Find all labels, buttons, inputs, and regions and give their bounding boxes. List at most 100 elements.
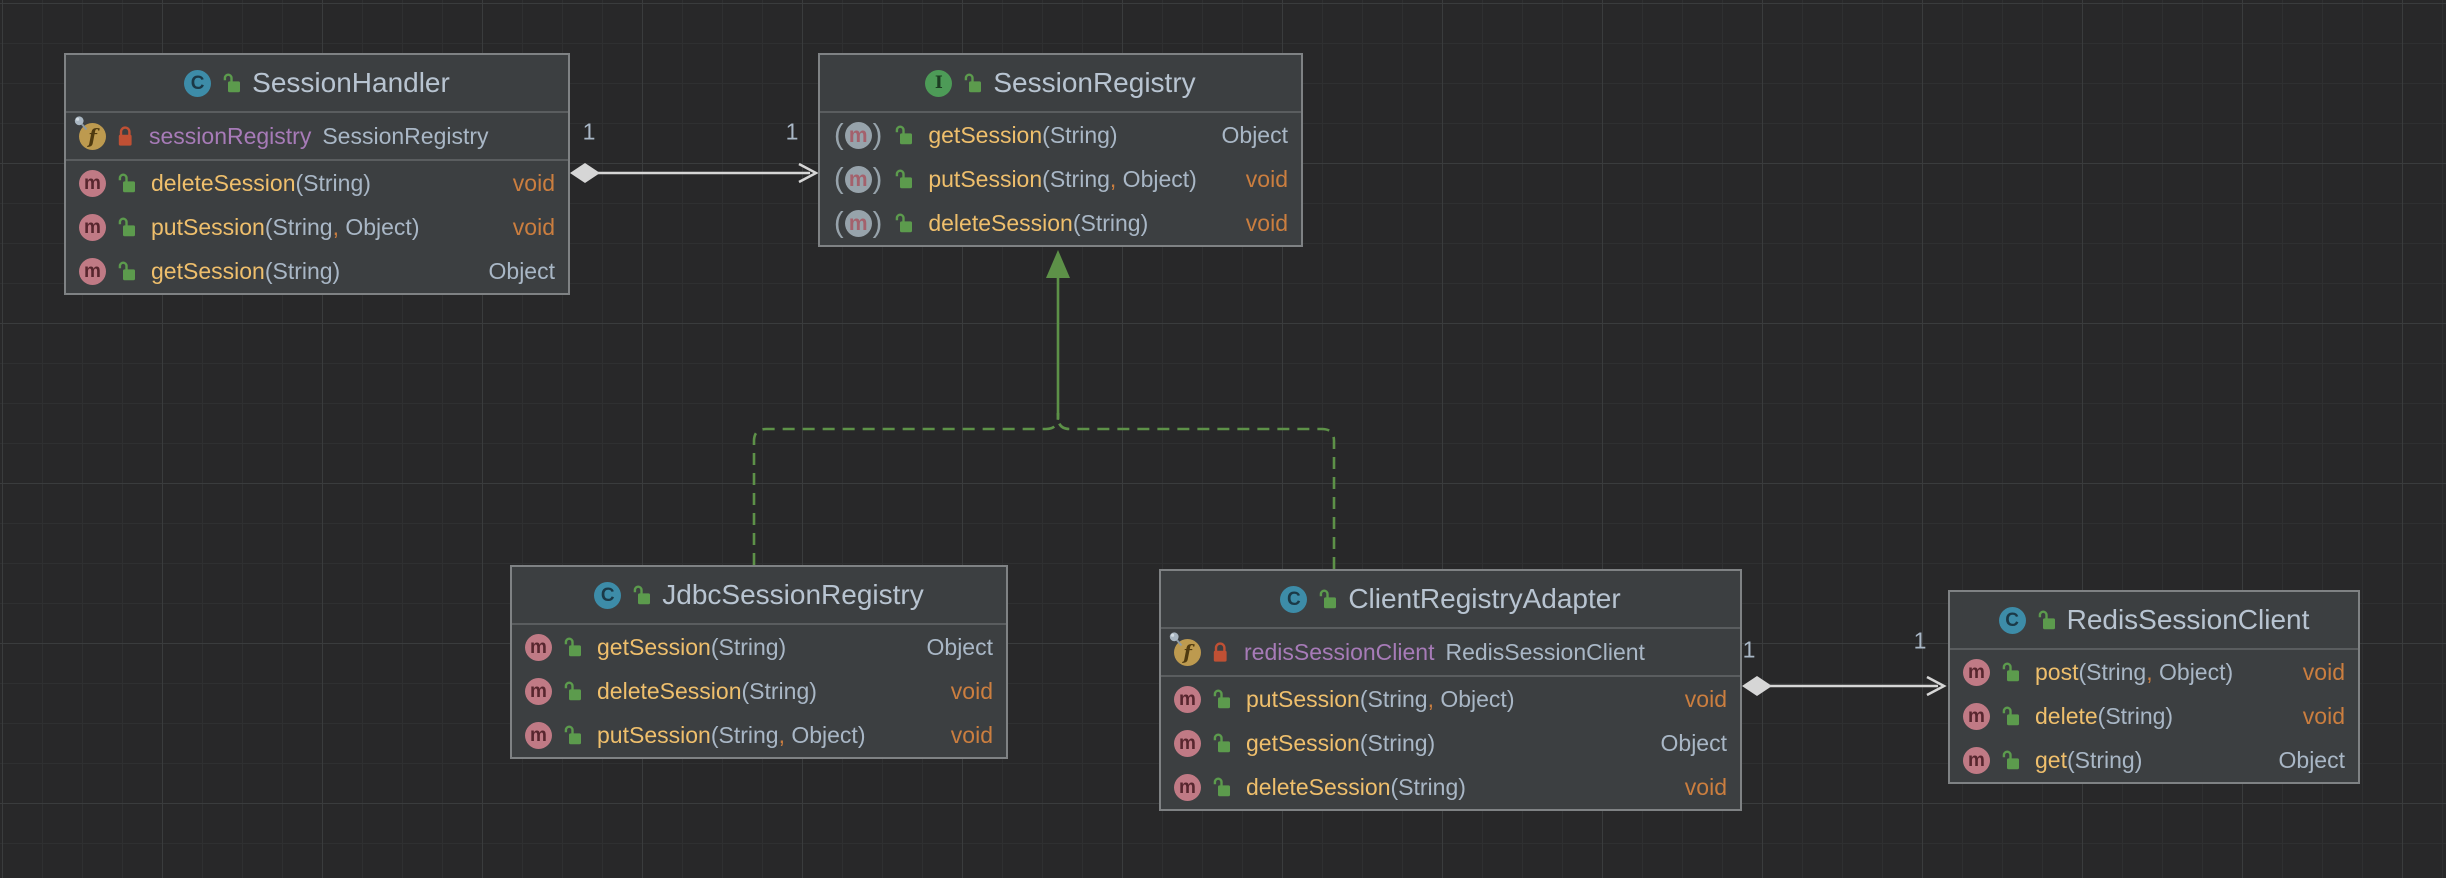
abstract-method-icon: m — [844, 121, 872, 149]
method-params: (String, Object) — [1042, 166, 1197, 193]
method-icon-wrap: m — [79, 257, 106, 285]
lock-open-icon — [1999, 705, 2022, 728]
multiplicity-label: 1 — [785, 118, 799, 145]
method-name: deleteSession — [1246, 773, 1391, 800]
method-icon-wrap: m — [79, 169, 106, 197]
field-name: redisSessionClient — [1244, 638, 1435, 665]
method-params: (String) — [1391, 774, 1466, 801]
method-param-part: Object) — [2152, 658, 2234, 685]
method-icon-wrap: m — [79, 213, 106, 241]
lock-open-icon — [1316, 588, 1339, 611]
method-params: (String) — [1042, 122, 1117, 149]
method-params: (String) — [711, 634, 786, 661]
method-param-part: (String — [2078, 658, 2147, 685]
lock-open-icon — [561, 680, 584, 703]
method-return-type: void — [1684, 685, 1727, 712]
field-name: sessionRegistry — [149, 122, 312, 149]
abstract-method-icon: m — [844, 165, 872, 193]
field-icon-wrap: f — [1169, 631, 1201, 666]
method-icon: m — [1963, 746, 1990, 774]
lock-closed-icon — [1210, 641, 1231, 664]
class-title: ClientRegistryAdapter — [1348, 583, 1621, 614]
method-param-part: , — [1427, 685, 1434, 712]
method-icon-wrap: m — [525, 633, 552, 661]
aggregation-diamond-icon — [1742, 676, 1772, 696]
method-name: deleteSession — [928, 209, 1073, 236]
lock-open-icon — [1210, 688, 1233, 711]
method-params: (String) — [2098, 703, 2173, 730]
method-return-type: void — [512, 213, 555, 240]
abstract-paren-open: ( — [834, 206, 844, 239]
method-return-type: void — [512, 169, 555, 196]
method-icon: m — [525, 677, 552, 705]
method-param-part: Object) — [784, 721, 866, 748]
method-name: putSession — [597, 721, 711, 748]
method-param-part: Object) — [338, 213, 420, 240]
method-param-part: (String) — [2066, 746, 2143, 773]
lock-open-icon — [892, 168, 915, 191]
method-return-type: Object — [1221, 121, 1288, 148]
class-icon: C — [184, 69, 212, 97]
method-icon-wrap: m — [1174, 773, 1201, 801]
pin-icon — [1168, 631, 1186, 654]
aggregation-edge-sessionhandler-to-sessionregistry[interactable] — [570, 162, 819, 184]
method-param-part: (String — [1359, 685, 1428, 712]
multiplicity-label: 1 — [1742, 636, 1756, 663]
method-name: getSession — [597, 633, 711, 660]
method-param-part: , — [332, 213, 339, 240]
method-icon: m — [1963, 702, 1990, 730]
method-return-type: void — [2302, 658, 2345, 685]
method-return-type: void — [2302, 702, 2345, 729]
aggregation-edge-clientregistryadapter-to-redissessionclient[interactable] — [1742, 675, 1947, 697]
lock-open-icon — [115, 216, 138, 239]
method-param-part: Object) — [1433, 685, 1515, 712]
method-name: putSession — [151, 213, 265, 240]
abstract-method-icon-wrap: (m) — [833, 162, 883, 195]
method-icon: m — [1174, 773, 1201, 801]
abstract-paren-close: ) — [872, 118, 883, 151]
method-param-part: , — [1109, 165, 1117, 192]
method-row[interactable]: (m)deleteSession(String)void — [820, 201, 1301, 245]
lock-open-icon — [220, 72, 243, 95]
abstract-paren-open: ( — [834, 162, 844, 195]
open-arrowhead-icon — [798, 162, 819, 184]
method-icon: m — [79, 213, 106, 241]
method-row[interactable]: (m)putSession(String, Object)void — [820, 157, 1301, 201]
realization-edge-jdbcsessionregistry-implements-sessionregistry[interactable] — [752, 413, 1060, 565]
method-params: (String) — [2067, 747, 2142, 774]
method-params: (String) — [1360, 730, 1435, 757]
abstract-method-icon-wrap: (m) — [833, 118, 883, 151]
method-row[interactable]: (m) getSession(String) Object — [820, 113, 1301, 157]
method-param-part: (String) — [710, 633, 787, 660]
method-icon-wrap: m — [525, 677, 552, 705]
abstract-paren-open: ( — [834, 118, 844, 151]
lock-open-icon — [115, 172, 138, 195]
realization-edge-clientregistryadapter-implements-sessionregistry[interactable] — [1056, 413, 1336, 569]
method-icon: m — [1174, 729, 1201, 757]
method-name: getSession — [928, 121, 1043, 148]
method-return-type: void — [950, 721, 993, 748]
